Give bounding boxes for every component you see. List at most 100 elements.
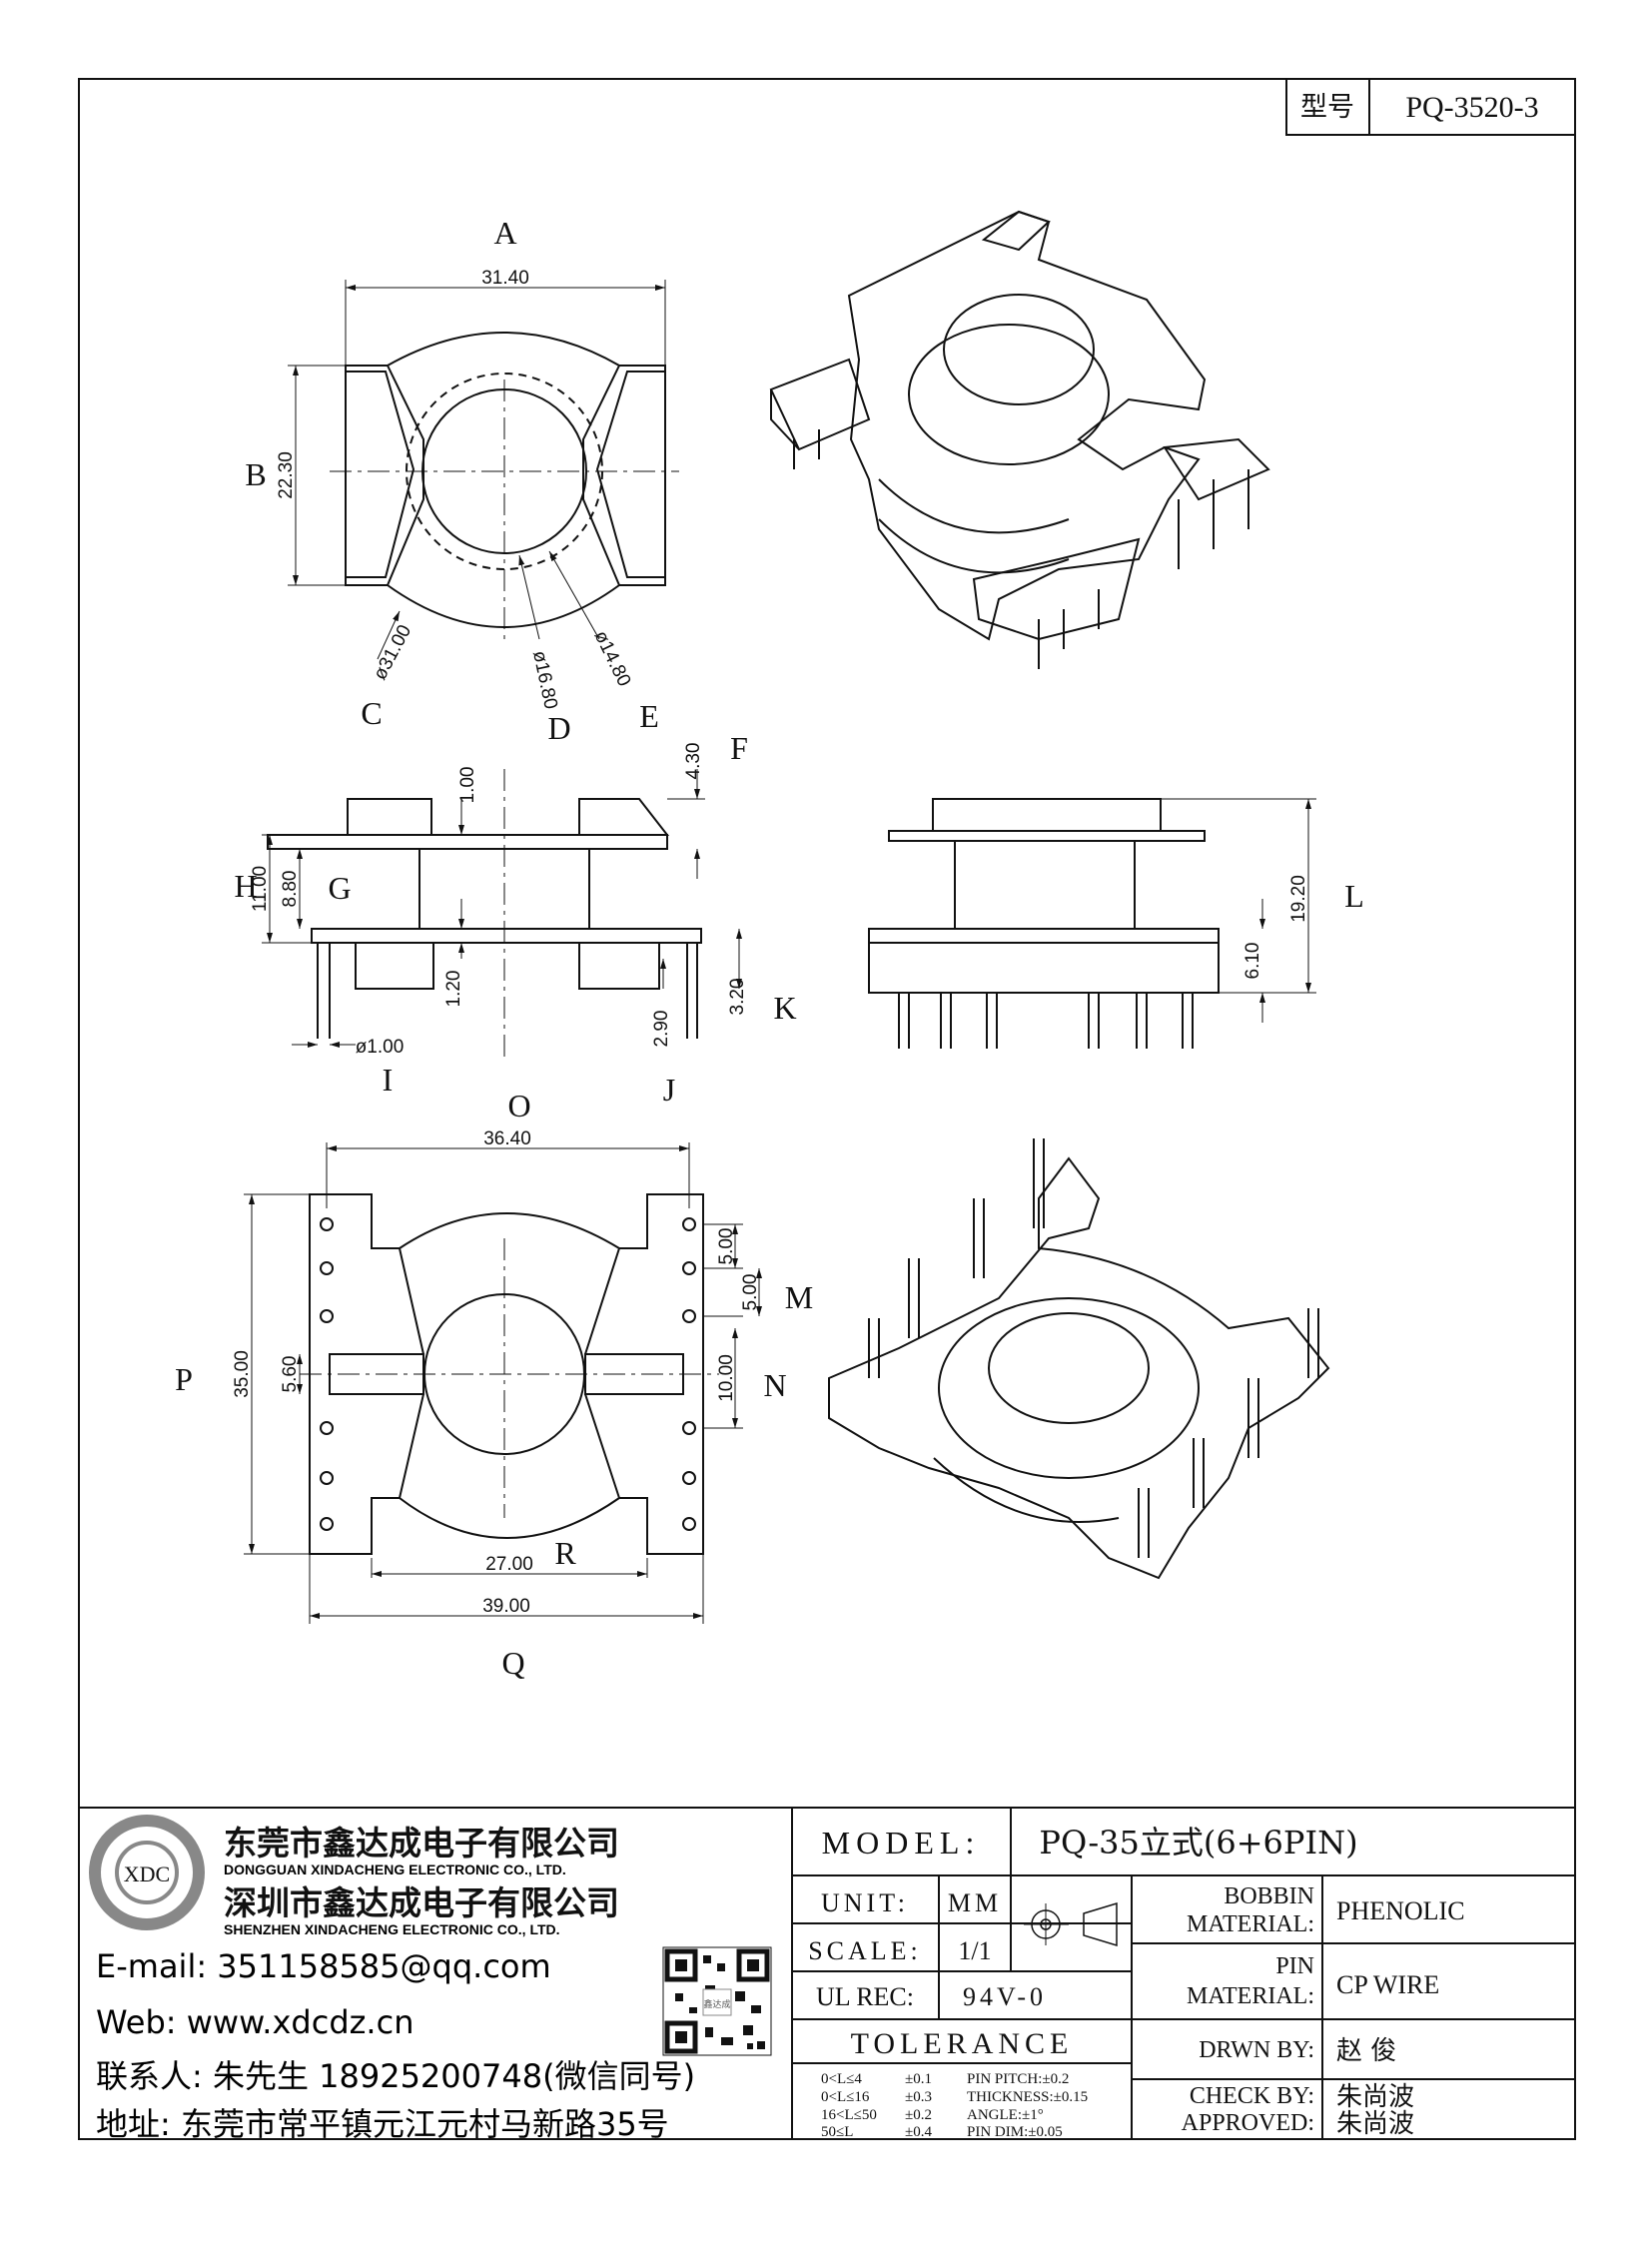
model-box-label: 型号 — [1300, 92, 1354, 123]
front-view-top-right-lug — [578, 798, 670, 836]
tol-row-1-spec: PIN PITCH:±0.2 — [967, 2071, 1069, 2087]
top-view-right-window — [582, 365, 620, 586]
sheet-border — [78, 78, 1576, 2140]
label-d: D — [547, 710, 570, 746]
model-label: MODEL: — [822, 1825, 981, 1861]
company-web: Web: www.xdcdz.cn — [96, 2003, 413, 2041]
isometric-view-top — [769, 210, 1270, 669]
label-r: R — [554, 1535, 576, 1571]
drawn-value: 赵 俊 — [1336, 2036, 1396, 2066]
front-view-bottom-left-block — [355, 942, 434, 990]
qr-center-text: 鑫达成 — [703, 1998, 730, 2010]
dim-q-text: 39.00 — [482, 1596, 530, 1617]
dim-g-text: 8.80 — [280, 871, 301, 908]
side-view — [868, 798, 1316, 1049]
side-view-pin-block — [868, 942, 1220, 994]
label-a: A — [493, 215, 516, 251]
tol-row-2-spec: THICKNESS:±0.15 — [967, 2089, 1088, 2105]
dim-m2-text: 5.00 — [740, 1274, 761, 1311]
tol-row-3-range: 16<L≤50 — [821, 2107, 877, 2123]
label-n: N — [763, 1367, 786, 1403]
dim-j-text: 2.90 — [651, 1011, 672, 1048]
pin-label-1: PIN — [1275, 1953, 1314, 1979]
dim-c-text: ø31.00 — [370, 621, 415, 683]
company-name-dongguan-en: DONGGUAN XINDACHENG ELECTRONIC CO., LTD. — [224, 1862, 566, 1877]
label-g: G — [328, 870, 351, 906]
ul-value: 94V-0 — [963, 1982, 1047, 2011]
side-view-top-flange — [888, 830, 1206, 842]
approved-label: APPROVED: — [1182, 2110, 1314, 2136]
unit-value: MM — [948, 1888, 1002, 1917]
bobbin-value: PHENOLIC — [1336, 1896, 1465, 1925]
projection-symbol-cone — [1083, 1901, 1118, 1947]
qr-code: 鑫达成 — [662, 1946, 772, 2056]
tol-row-4-tol: ±0.4 — [905, 2124, 932, 2140]
label-p: P — [175, 1361, 193, 1397]
company-name-shenzhen: 深圳市鑫达成电子有限公司 — [224, 1883, 619, 1922]
label-k: K — [773, 990, 796, 1026]
dim-r-text: 27.00 — [485, 1554, 533, 1575]
title-block — [79, 1807, 1575, 2139]
tol-row-1-range: 0<L≤4 — [821, 2071, 862, 2087]
front-view-bottom-flange — [311, 928, 702, 944]
label-e: E — [639, 698, 659, 734]
isometric-view-bottom — [828, 1138, 1330, 1580]
dim-k-text: 3.20 — [727, 979, 748, 1016]
company-name-shenzhen-en: SHENZHEN XINDACHENG ELECTRONIC CO., LTD. — [224, 1921, 560, 1937]
check-label: CHECK BY: — [1190, 2083, 1314, 2109]
model-box-value: PQ-3520-3 — [1405, 91, 1538, 124]
company-contact: 联系人: 朱先生 18925200748(微信同号) — [96, 2057, 695, 2095]
tol-row-3-tol: ±0.2 — [905, 2107, 932, 2123]
tol-row-2-tol: ±0.3 — [905, 2089, 932, 2105]
dim-slot-text: 5.60 — [280, 1356, 301, 1393]
tol-row-4-spec: PIN DIM:±0.05 — [967, 2124, 1063, 2140]
bobbin-label-1: BOBBIN — [1224, 1883, 1314, 1909]
company-name-dongguan: 东莞市鑫达成电子有限公司 — [224, 1824, 619, 1863]
tol-row-3-spec: ANGLE:±1° — [967, 2107, 1044, 2123]
tolerance-label: TOLERANCE — [851, 2027, 1074, 2060]
front-view — [262, 769, 742, 1059]
tol-row-4-range: 50≤L — [821, 2124, 853, 2140]
label-q: Q — [501, 1645, 524, 1681]
label-l: L — [1344, 878, 1364, 914]
dim-d-text: ø16.80 — [528, 649, 561, 711]
label-i: I — [383, 1062, 394, 1098]
dim-o-text: 36.40 — [483, 1128, 531, 1149]
dim-p-text: 35.00 — [232, 1350, 253, 1398]
label-m: M — [785, 1279, 813, 1315]
tolerance-table: 0<L≤4 ±0.1 PIN PITCH:±0.2 0<L≤16 ±0.3 TH… — [821, 2071, 1088, 2140]
drawn-label: DRWN BY: — [1199, 2037, 1314, 2063]
side-view-core — [954, 840, 1136, 930]
dim-f-text: 4.30 — [683, 743, 704, 780]
pin-value: CP WIRE — [1336, 1970, 1439, 1999]
logo-text: XDC — [124, 1862, 170, 1886]
dim-bottom-text: 1.20 — [443, 971, 464, 1008]
dim-e-text: ø14.80 — [590, 627, 635, 689]
label-f: F — [730, 730, 748, 766]
company-address: 地址: 东莞市常平镇元江元村马新路35号 — [96, 2105, 669, 2143]
approved-value: 朱尚波 — [1336, 2109, 1414, 2139]
scale-value: 1/1 — [958, 1936, 991, 1965]
scale-label: SCALE: — [808, 1936, 922, 1965]
company-logo: XDC — [89, 1815, 205, 1930]
top-view-outline — [345, 332, 666, 628]
label-b: B — [245, 456, 266, 492]
front-view-top-flange — [267, 834, 668, 850]
bobbin-label-2: MATERIAL: — [1187, 1911, 1314, 1937]
unit-label: UNIT: — [821, 1888, 909, 1917]
leader-d — [518, 554, 540, 640]
side-view-bottom-flange — [868, 928, 1220, 944]
dim-i-text: ø1.00 — [356, 1037, 405, 1058]
dim-a-text: 31.40 — [481, 268, 529, 289]
dim-top-text: 1.00 — [457, 767, 478, 804]
bottom-view — [244, 1142, 762, 1624]
tol-row-2-range: 0<L≤16 — [821, 2089, 870, 2105]
front-view-top-left-lug — [347, 798, 432, 836]
model-box: 型号 PQ-3520-3 — [1285, 78, 1576, 136]
leader-c — [377, 610, 401, 660]
check-value: 朱尚波 — [1336, 2082, 1414, 2112]
model-value: PQ-35立式(6+6PIN) — [1039, 1824, 1357, 1862]
dim-b-text: 22.30 — [276, 451, 297, 499]
front-view-bottom-right-block — [578, 942, 660, 990]
